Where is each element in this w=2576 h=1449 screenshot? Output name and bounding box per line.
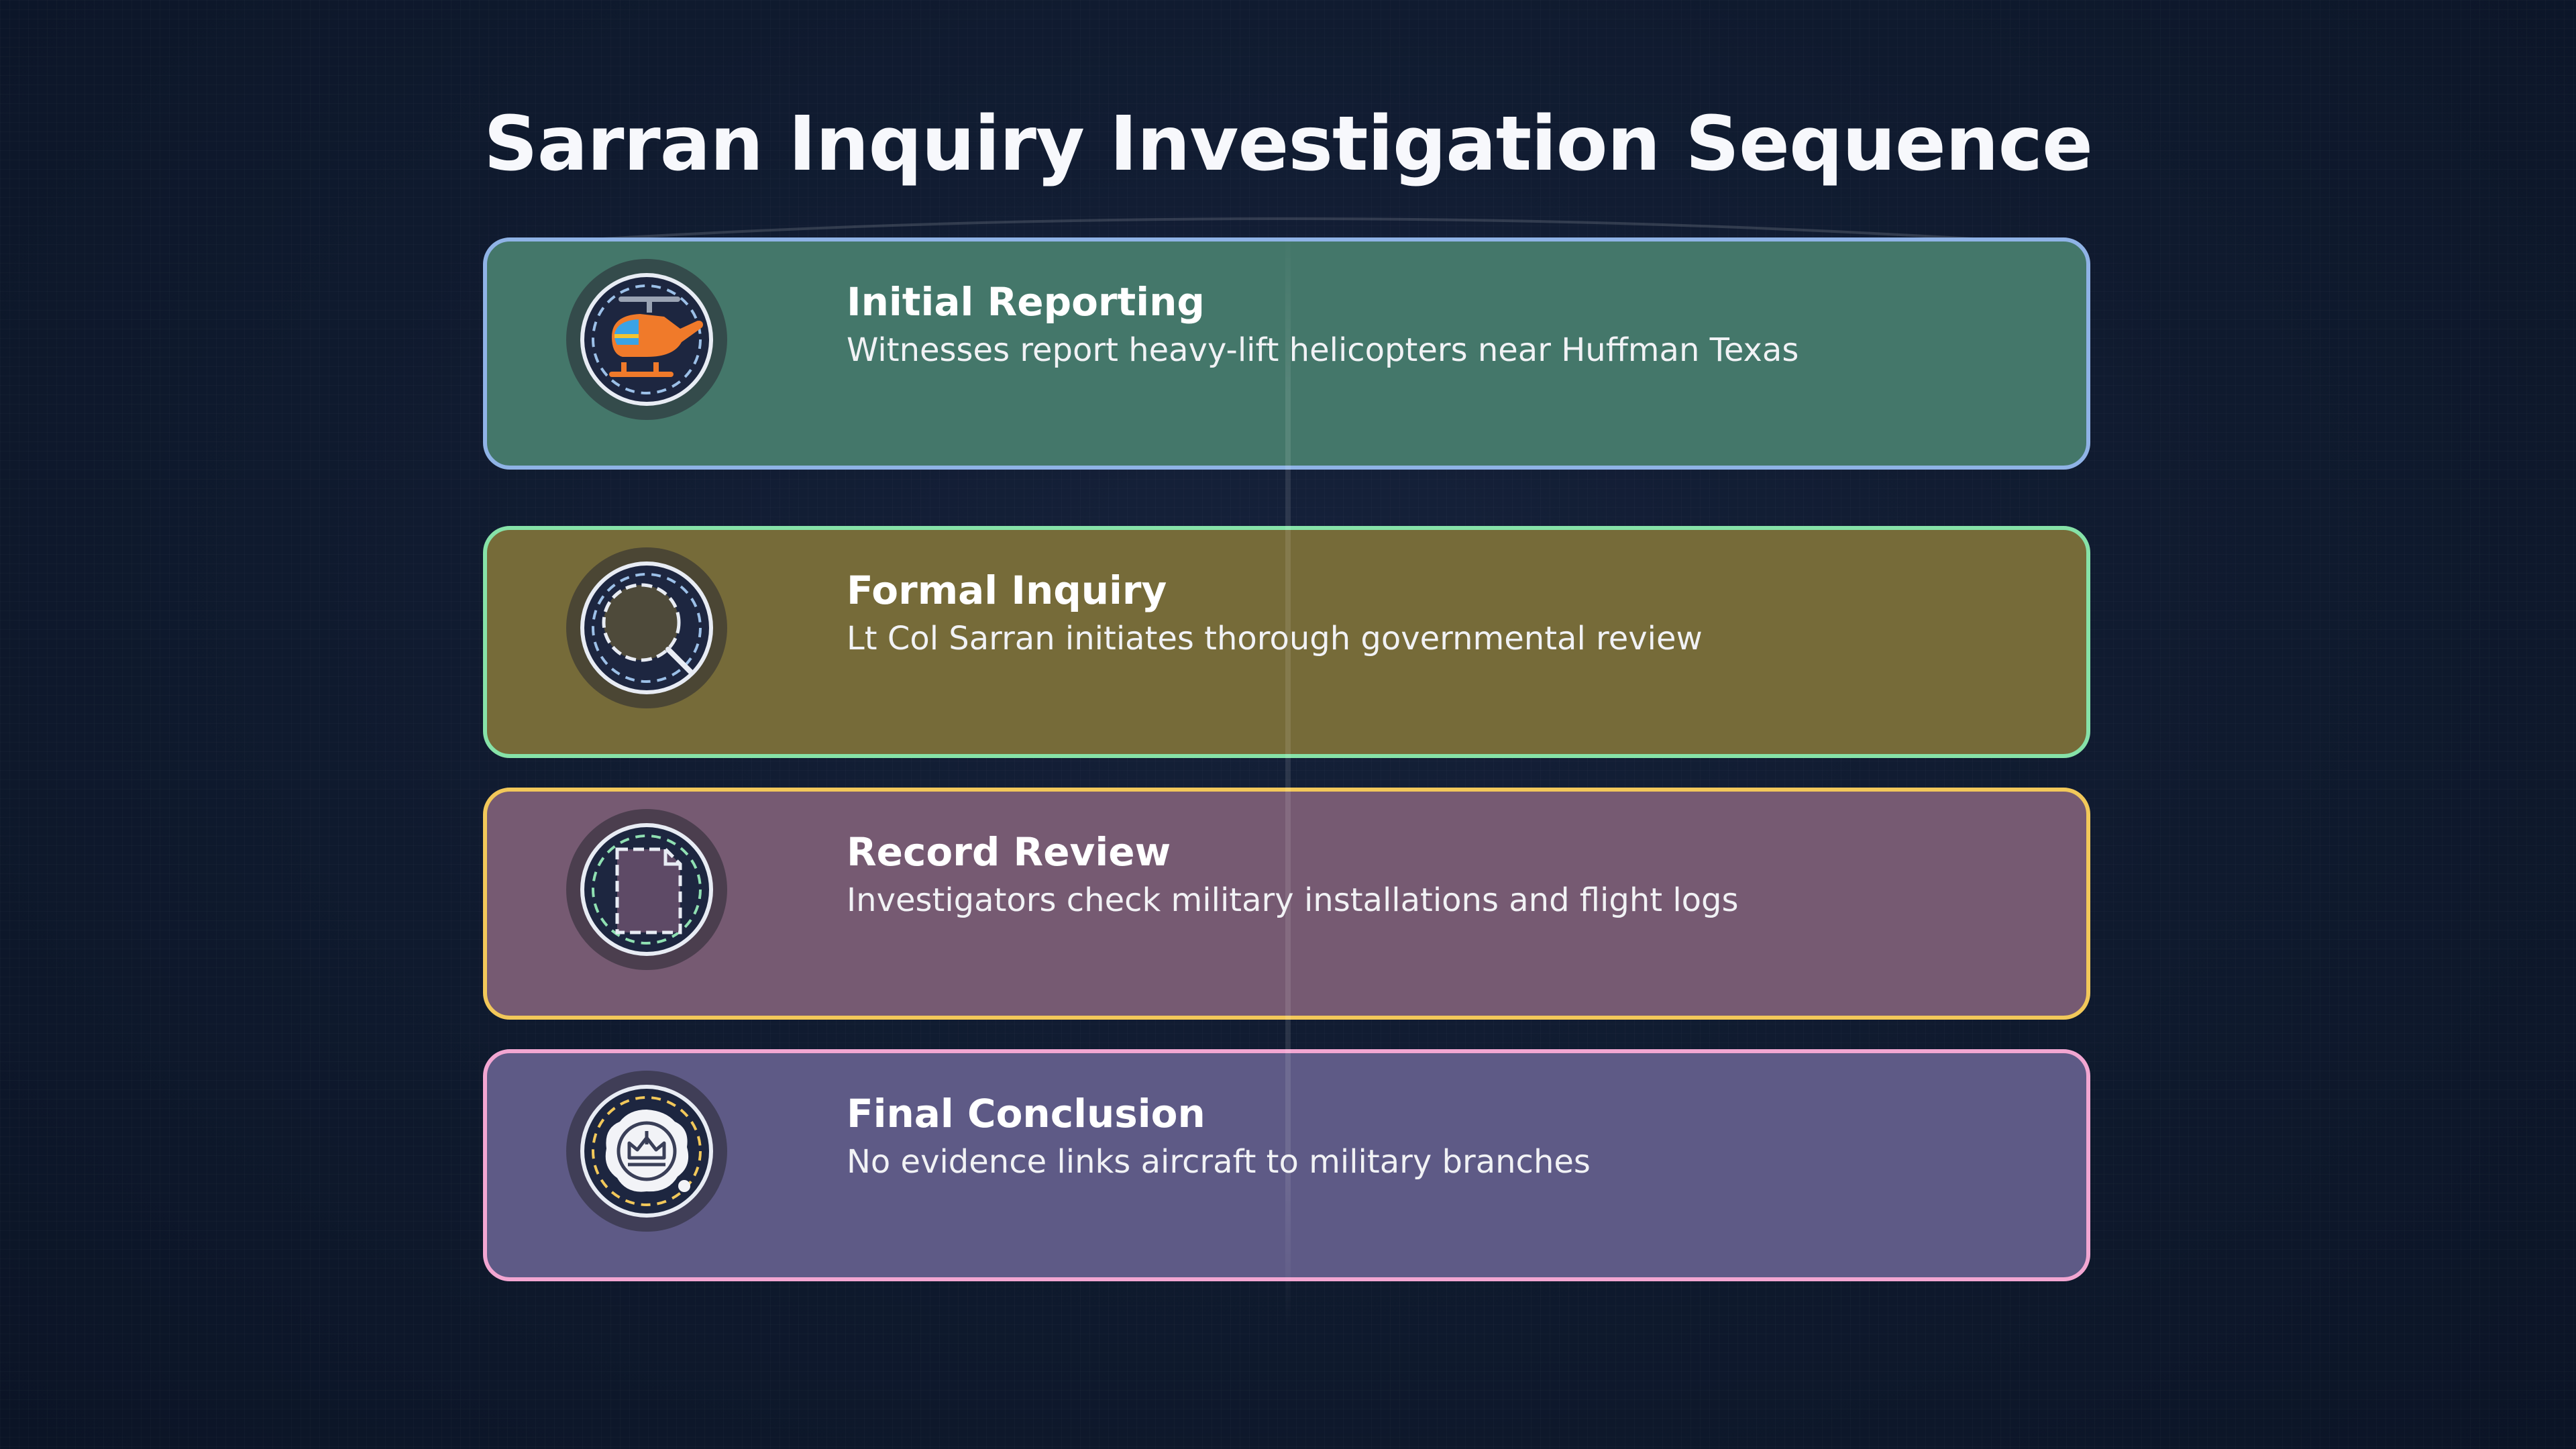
seal-icon (580, 1085, 713, 1218)
step-title: Initial Reporting (847, 279, 1205, 325)
top-arc-decoration (496, 217, 2080, 247)
icon-badge (566, 809, 727, 970)
step-card-formal-inquiry[interactable]: Formal Inquiry Lt Col Sarran initiates t… (483, 526, 2090, 758)
step-description: No evidence links aircraft to military b… (847, 1143, 1591, 1181)
step-card-final-conclusion[interactable]: Final Conclusion No evidence links aircr… (483, 1049, 2090, 1281)
icon-badge (566, 547, 727, 708)
icon-badge (566, 259, 727, 420)
icon-badge (566, 1071, 727, 1232)
helicopter-icon (580, 273, 713, 406)
step-description: Investigators check military installatio… (847, 881, 1739, 919)
document-icon (580, 823, 713, 956)
step-card-initial-reporting[interactable]: Initial Reporting Witnesses report heavy… (483, 237, 2090, 470)
step-description: Lt Col Sarran initiates thorough governm… (847, 620, 1703, 657)
page-title: Sarran Inquiry Investigation Sequence (484, 101, 2093, 188)
step-title: Record Review (847, 829, 1171, 875)
magnifier-icon (580, 561, 713, 694)
step-card-record-review[interactable]: Record Review Investigators check milita… (483, 788, 2090, 1020)
step-title: Final Conclusion (847, 1091, 1205, 1136)
step-description: Witnesses report heavy-lift helicopters … (847, 331, 1799, 369)
step-title: Formal Inquiry (847, 568, 1167, 613)
